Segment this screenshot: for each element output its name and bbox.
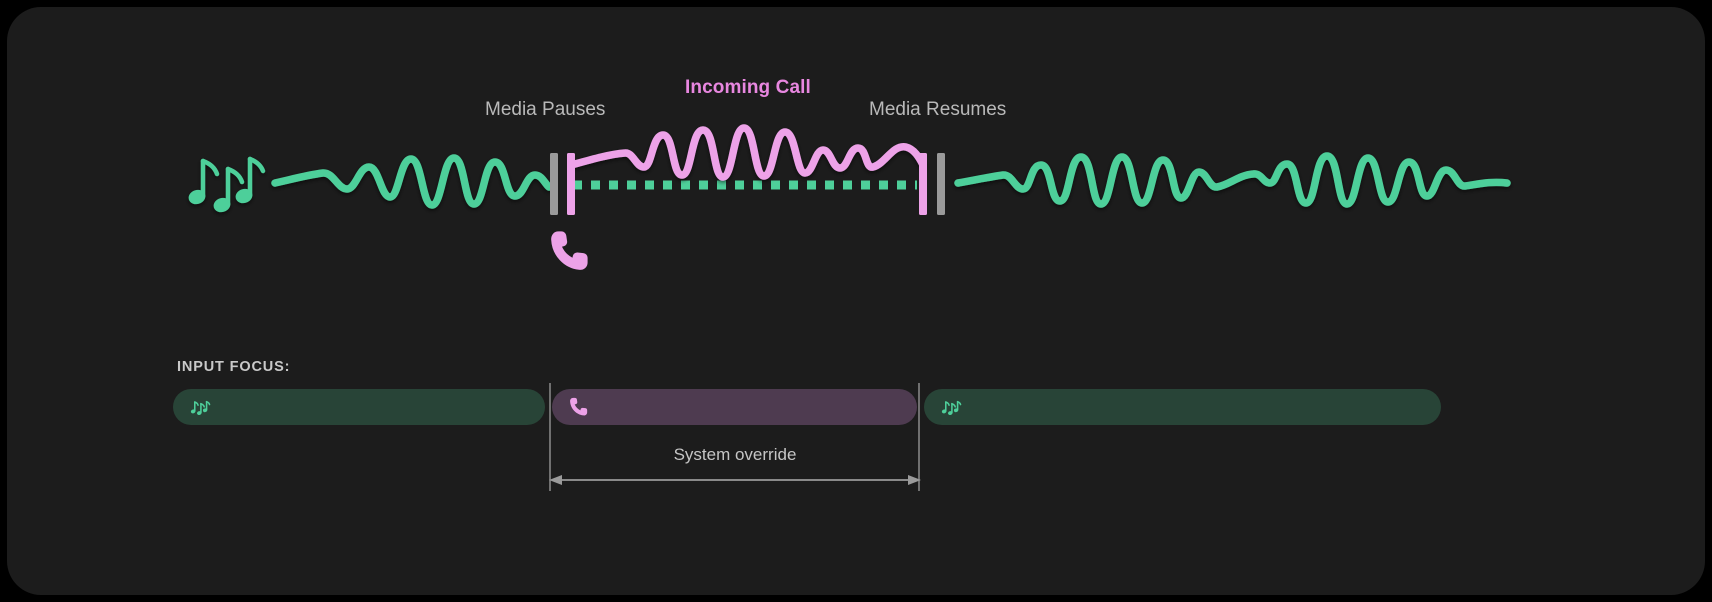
music-notes-icon: [941, 400, 962, 416]
pause-marker: [550, 153, 575, 215]
system-override-arrow: [549, 475, 921, 485]
resume-marker-pink-bar: [919, 153, 927, 215]
arrow-head-left: [549, 475, 562, 485]
pause-marker-pink-bar: [567, 153, 575, 215]
media-track-after[interactable]: [924, 389, 1441, 425]
incoming-call-label: Incoming Call: [685, 77, 811, 98]
media-waveform-before: [271, 154, 553, 209]
audio-timeline: Incoming Call Media Pauses Media Resumes: [7, 7, 1705, 327]
override-guide-right: [918, 383, 920, 491]
resume-marker-gray-bar: [937, 153, 945, 215]
phone-icon: [551, 231, 588, 270]
override-guide-left: [549, 383, 551, 491]
music-notes-icon: [190, 400, 211, 416]
media-track-before[interactable]: [173, 389, 545, 425]
input-focus-section: INPUT FOCUS:: [7, 337, 1705, 595]
media-pauses-label: Media Pauses: [485, 99, 606, 120]
pause-marker-gray-bar: [550, 153, 558, 215]
media-waveform-after: [954, 152, 1511, 208]
arrow-head-right: [908, 475, 921, 485]
media-resumes-label: Media Resumes: [869, 99, 1007, 120]
resume-marker: [919, 153, 945, 215]
system-override-label: System override: [673, 445, 797, 464]
music-notes-icon: [188, 156, 266, 213]
phone-icon: [570, 397, 588, 416]
call-waveform: [571, 124, 927, 181]
waveform-canvas: [188, 124, 1511, 215]
input-focus-heading: INPUT FOCUS:: [177, 359, 291, 375]
call-track[interactable]: [552, 389, 917, 425]
illustration-card: Incoming Call Media Pauses Media Resumes…: [7, 7, 1705, 595]
